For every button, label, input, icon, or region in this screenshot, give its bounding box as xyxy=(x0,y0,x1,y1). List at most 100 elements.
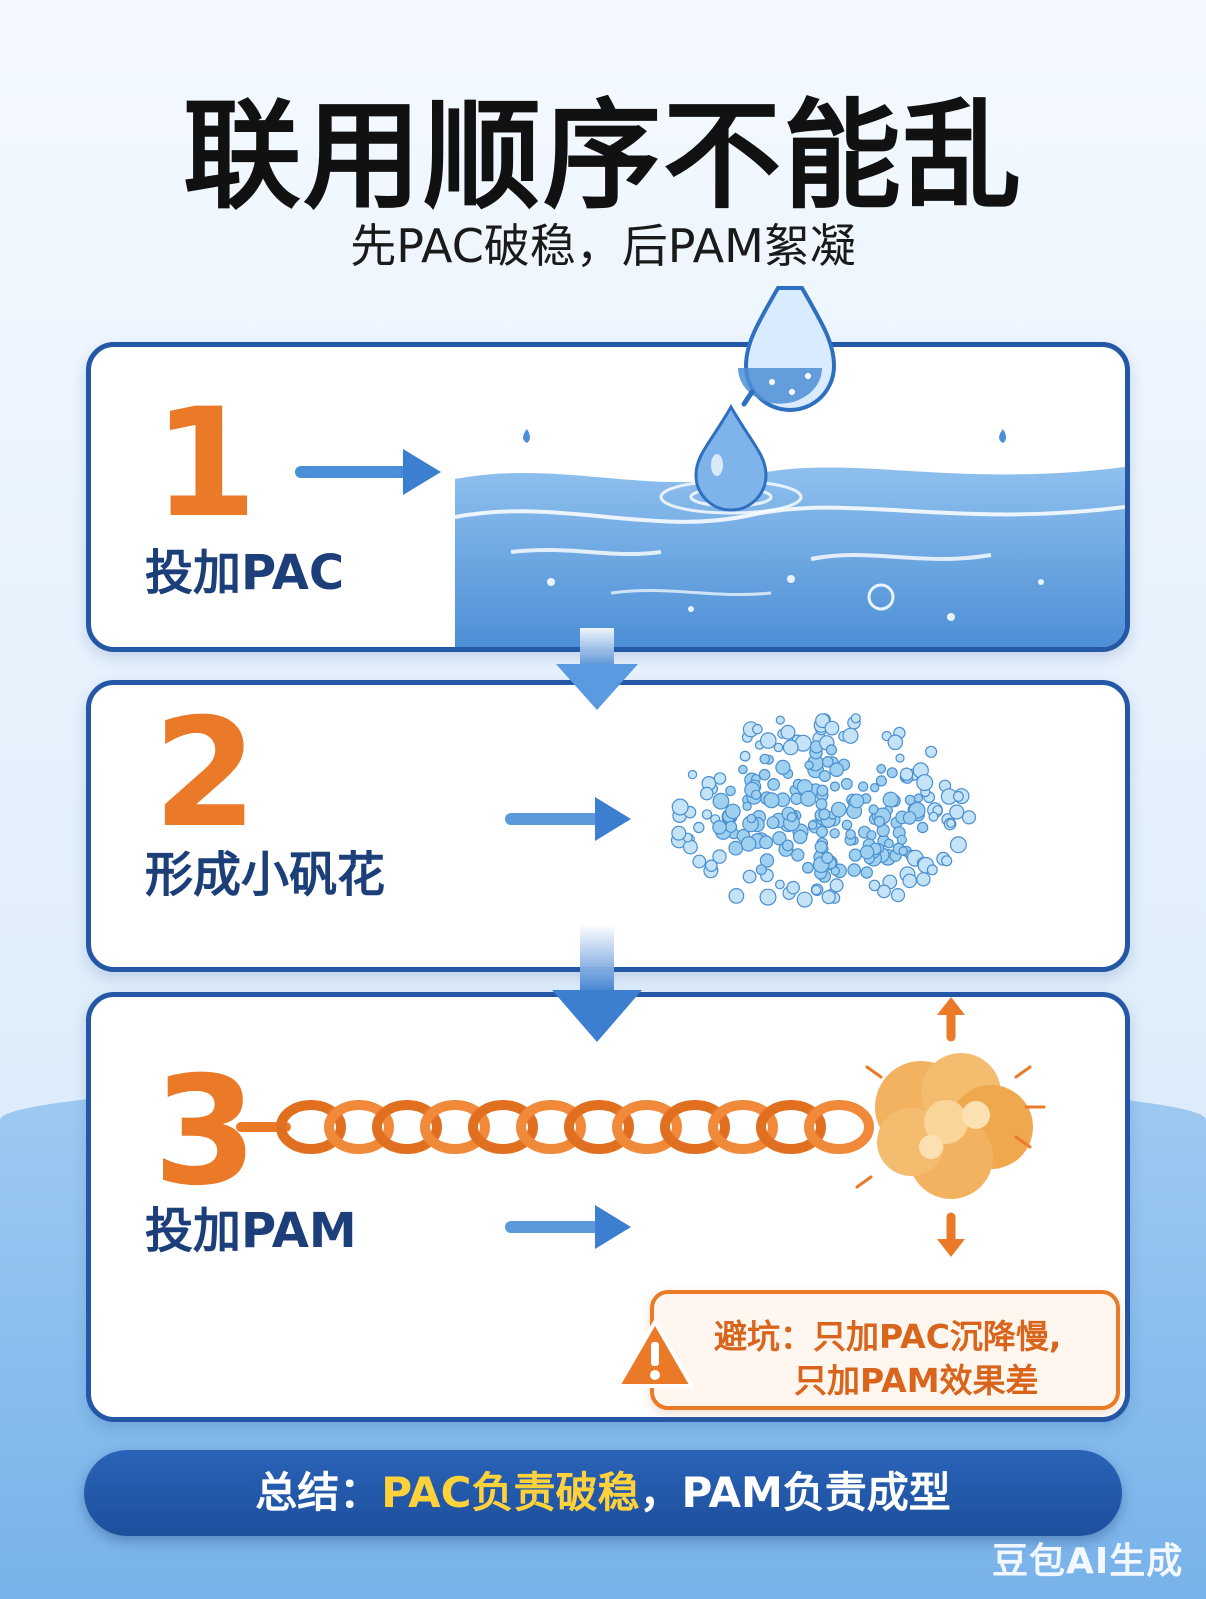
floc-particle xyxy=(758,768,771,781)
step-2-label: 形成小矾花 xyxy=(145,847,386,903)
chain-link xyxy=(276,1100,346,1154)
floc-particle xyxy=(807,820,818,830)
floc-particle xyxy=(949,804,965,820)
chain-link xyxy=(564,1100,634,1154)
floc-particle xyxy=(766,816,780,830)
floc-particle xyxy=(713,772,727,785)
floc-particle xyxy=(916,872,931,887)
water-illustration xyxy=(295,403,1125,647)
chain-link xyxy=(804,1100,874,1154)
chain-link xyxy=(708,1100,778,1154)
floc-particle xyxy=(767,777,780,791)
floc-particle xyxy=(671,798,689,816)
floc-particle xyxy=(742,869,757,884)
step-2-card: 2 形成小矾花 xyxy=(86,680,1130,972)
floc-particle xyxy=(755,864,767,876)
floc-particle xyxy=(882,791,899,808)
floc-particle xyxy=(916,821,929,834)
floc-particle xyxy=(725,785,736,797)
floc-particle xyxy=(886,767,898,779)
floc-particle xyxy=(699,786,714,801)
floc-particle xyxy=(782,739,799,756)
floc-particle xyxy=(742,801,752,812)
floc-particle xyxy=(728,840,744,856)
floc-particle xyxy=(875,775,888,787)
floc-particle xyxy=(759,732,777,749)
floc-particle xyxy=(829,762,844,777)
chain-link xyxy=(324,1100,394,1154)
floc-particle xyxy=(739,750,751,762)
water-drop-icon xyxy=(694,403,768,512)
step-1-number: 1 xyxy=(153,377,258,551)
floc-particle xyxy=(946,818,956,828)
floc-particle xyxy=(859,844,875,860)
floc-particle xyxy=(738,764,748,775)
floc-particle xyxy=(849,793,865,809)
floc-particle xyxy=(759,888,777,906)
floc-particle xyxy=(792,829,808,845)
floc-particle xyxy=(821,756,834,768)
floc-particle xyxy=(775,759,791,776)
step-3-number: 3 xyxy=(153,1045,258,1219)
floc-particle xyxy=(712,820,727,835)
floc-particle xyxy=(824,720,840,736)
floc-particle xyxy=(814,840,828,854)
floc-particle xyxy=(796,891,813,908)
floc-particle xyxy=(712,792,730,810)
floc-particle xyxy=(821,851,834,864)
floc-particle xyxy=(804,760,814,770)
floc-particle xyxy=(866,830,877,841)
floc-particle xyxy=(763,792,780,809)
step-3-label: 投加PAM xyxy=(145,1203,357,1259)
floc-particle xyxy=(802,861,814,874)
floc-particle xyxy=(850,713,861,724)
floc-particle xyxy=(904,794,916,806)
warning-callout: 避坑：只加PAC沉降慢, 只加PAM效果差 xyxy=(616,1290,1120,1410)
floc-particle xyxy=(829,781,841,792)
floc-particle xyxy=(847,863,861,877)
chain-link xyxy=(516,1100,586,1154)
chain-link xyxy=(756,1100,826,1154)
floc-particle xyxy=(890,888,906,903)
page-subtitle: 先PAC破稳，后PAM絮凝 xyxy=(350,219,856,273)
dropper-icon xyxy=(738,286,837,412)
floc-particle xyxy=(775,715,785,725)
floc-particle xyxy=(829,878,844,893)
floc-particle xyxy=(926,864,938,876)
floc-particle xyxy=(791,848,805,862)
floc-particle xyxy=(811,884,822,896)
floc-particle xyxy=(884,838,894,849)
floc-particle xyxy=(759,853,775,868)
floc-particle xyxy=(687,769,698,780)
floc-particle xyxy=(873,815,886,828)
floc-particle xyxy=(693,821,705,834)
floc-particle xyxy=(876,763,887,774)
summary-highlight: PAC负责破稳 xyxy=(381,1468,640,1517)
floc-particle xyxy=(887,734,904,751)
floc-particle xyxy=(877,884,891,899)
floc-particle xyxy=(870,782,880,793)
floc-particle xyxy=(895,753,905,763)
floc-particle xyxy=(825,744,838,756)
step-1-label: 投加PAC xyxy=(145,545,345,601)
floc-particle xyxy=(815,798,828,811)
warning-text-line-1: 避坑：只加PAC沉降慢, xyxy=(714,1317,1062,1356)
floc-particle xyxy=(775,879,785,890)
floc-particle xyxy=(740,836,757,852)
floc-particle xyxy=(899,767,914,781)
floc-particle xyxy=(857,781,869,792)
polymer-chain xyxy=(276,1100,874,1154)
floc-particle xyxy=(821,890,836,905)
warning-text-line-2: 只加PAM效果差 xyxy=(794,1361,1039,1400)
floc-particle xyxy=(682,839,698,855)
floc-particle xyxy=(860,866,874,879)
floc-illustration xyxy=(505,713,977,908)
floc-particle xyxy=(818,769,831,782)
floc-particle xyxy=(913,793,924,803)
floc-particle xyxy=(752,723,763,735)
floc-particle xyxy=(896,834,908,845)
floc-particle xyxy=(800,790,817,807)
step-2-number: 2 xyxy=(153,687,258,861)
floc-particle xyxy=(818,808,831,821)
floc-particle xyxy=(786,880,800,895)
